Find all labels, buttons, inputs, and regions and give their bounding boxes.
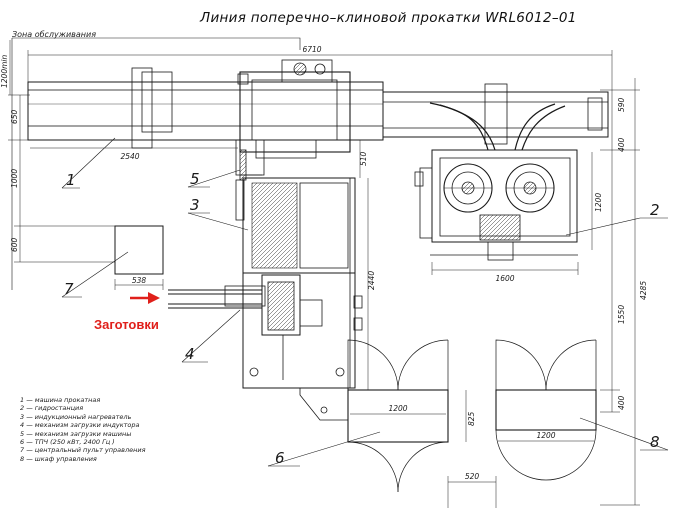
dim-520 bbox=[447, 476, 497, 508]
legend: 1 — машина прокатная 2 — гидростанция 3 … bbox=[20, 396, 146, 463]
dim-text-825: 825 bbox=[467, 411, 476, 426]
dim-text-400-top: 400 bbox=[617, 137, 626, 152]
dim-text-520: 520 bbox=[465, 472, 480, 481]
dim-right-chain bbox=[600, 78, 640, 506]
callout-6: 6 bbox=[275, 449, 285, 467]
callout-2: 2 bbox=[650, 201, 660, 219]
dim-text-1000: 1000 bbox=[10, 169, 19, 188]
dim-text-650: 650 bbox=[10, 109, 19, 124]
callout-3: 3 bbox=[190, 196, 200, 214]
dim-text-2540: 2540 bbox=[120, 152, 139, 161]
dim-1600 bbox=[431, 262, 579, 275]
inductor-loader bbox=[224, 272, 363, 389]
callout-4: 4 bbox=[185, 345, 195, 363]
machine-loader bbox=[235, 139, 265, 181]
drawing-title: Линия поперечно–клиновой прокатки WRL601… bbox=[200, 10, 577, 26]
dim-top-width bbox=[27, 50, 613, 90]
service-zone-label: Зона обслуживания bbox=[12, 30, 97, 39]
dim-538 bbox=[114, 279, 164, 290]
callout-5: 5 bbox=[190, 170, 200, 188]
output-conveyor bbox=[382, 83, 609, 145]
legend-item: 7 — центральный пульт управления bbox=[20, 446, 146, 455]
legend-item: 2 — гидростанция bbox=[20, 404, 84, 413]
legend-item: 6 — ТПЧ (250 кВт, 2400 Гц ) bbox=[20, 438, 115, 447]
dim-text-hyd-1200: 1200 bbox=[594, 193, 603, 212]
control-cabinet bbox=[495, 389, 597, 431]
operator-pedestal bbox=[299, 387, 349, 421]
central-console bbox=[114, 225, 164, 275]
dim-text-1550: 1550 bbox=[617, 305, 626, 324]
dim-text-4285: 4285 bbox=[639, 281, 648, 300]
dim-text-600: 600 bbox=[10, 237, 19, 252]
rolling-machine bbox=[27, 59, 384, 159]
hydraulic-pipes bbox=[429, 102, 566, 151]
dim-text-400-bot: 400 bbox=[617, 395, 626, 410]
callout-8: 8 bbox=[650, 433, 660, 451]
workpiece-rails bbox=[168, 289, 262, 309]
induction-heater bbox=[235, 177, 356, 388]
dim-text-1200min: 1200min bbox=[0, 55, 9, 88]
dim-text-2440: 2440 bbox=[367, 271, 376, 290]
hydraulic-station bbox=[414, 149, 578, 261]
tpch-cabinet bbox=[347, 389, 449, 443]
dim-text-cab8-1200: 1200 bbox=[536, 431, 555, 440]
legend-item: 4 — механизм загрузки индуктора bbox=[20, 421, 140, 430]
dim-text-510: 510 bbox=[359, 151, 368, 166]
workpiece-label: Заготовки bbox=[94, 317, 159, 332]
dim-text-top-width: 6710 bbox=[302, 45, 321, 54]
door-swings bbox=[347, 339, 597, 493]
dim-text-538: 538 bbox=[132, 276, 147, 285]
leader-lines bbox=[61, 137, 669, 467]
callout-7: 7 bbox=[64, 280, 74, 298]
dim-text-590: 590 bbox=[617, 97, 626, 112]
dim-text-cab6-1200: 1200 bbox=[388, 404, 407, 413]
dim-left-chain bbox=[8, 40, 115, 263]
workpiece-arrow bbox=[130, 292, 160, 304]
legend-item: 1 — машина прокатная bbox=[20, 396, 101, 404]
legend-item: 3 — индукционный нагреватель bbox=[20, 412, 132, 421]
legend-item: 8 — шкаф управления bbox=[20, 454, 97, 463]
legend-item: 5 — механизм загрузки машины bbox=[20, 429, 132, 438]
service-zone-boundary bbox=[11, 37, 301, 290]
dim-text-1600: 1600 bbox=[495, 274, 514, 283]
callout-1: 1 bbox=[66, 171, 76, 189]
